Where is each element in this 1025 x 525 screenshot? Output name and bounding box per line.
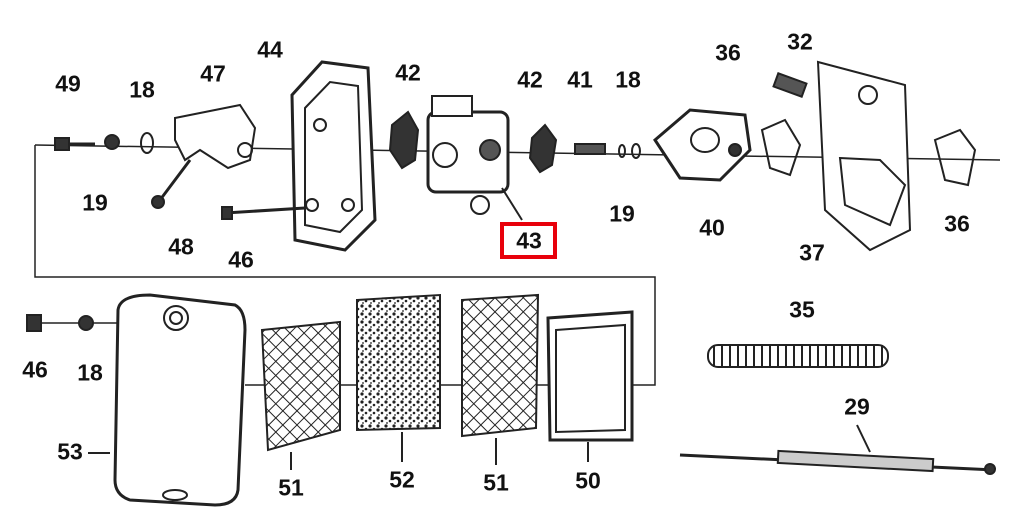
part-40-adapter (653, 108, 752, 182)
label-part-40: 40 (699, 214, 725, 241)
label-part-48: 48 (168, 233, 194, 260)
part-carburetor (426, 95, 510, 215)
part-47-bracket (174, 103, 257, 170)
label-part-49: 49 (55, 70, 81, 97)
part-46-screw-bottom (26, 314, 42, 332)
label-part-18: 18 (129, 76, 155, 103)
label-part-46: 46 (22, 356, 48, 383)
label-part-43: 43 (516, 227, 542, 254)
part-50-filter-frame (546, 310, 634, 442)
label-part-32: 32 (787, 28, 813, 55)
part-49-screw (54, 137, 95, 151)
part-32-bolt (772, 72, 808, 98)
part-36-gasket-left (760, 118, 802, 177)
label-part-19: 19 (82, 189, 108, 216)
part-48-screw (158, 159, 192, 201)
label-part-29: 29 (844, 393, 870, 420)
label-part-37: 37 (799, 239, 825, 266)
label-part-18: 18 (615, 66, 641, 93)
part-51-mesh-filter-right (461, 293, 540, 438)
label-part-51: 51 (278, 474, 304, 501)
label-part-46: 46 (228, 246, 254, 273)
part-36-gasket-right (933, 128, 977, 187)
label-part-18: 18 (77, 359, 103, 386)
part-42-gasket-right (528, 123, 558, 174)
part-37-plate (816, 60, 912, 252)
label-part-41: 41 (567, 66, 593, 93)
label-part-52: 52 (389, 466, 415, 493)
part-51-mesh-filter-left (260, 320, 341, 452)
part-18-washer-bottom (78, 315, 94, 331)
part-52-foam-filter (356, 293, 441, 432)
label-part-36: 36 (944, 210, 970, 237)
label-part-47: 47 (200, 60, 226, 87)
label-part-36: 36 (715, 39, 741, 66)
part-19-ring (618, 144, 626, 158)
label-part-51: 51 (483, 469, 509, 496)
part-29-cable (679, 449, 996, 475)
label-part-19: 19 (609, 200, 635, 227)
part-53-cover (113, 293, 247, 507)
highlight-box-43 (500, 222, 557, 259)
label-part-35: 35 (789, 296, 815, 323)
label-part-42: 42 (517, 66, 543, 93)
part-35-spring (707, 344, 889, 368)
part-42-gasket-left (388, 110, 420, 170)
part-19-nut (104, 134, 120, 150)
part-41-screw (574, 143, 606, 155)
label-part-53: 53 (57, 438, 83, 465)
part-18-ring (631, 143, 641, 159)
label-part-50: 50 (575, 467, 601, 494)
part-46-screw (224, 206, 306, 215)
part-18-washer (140, 132, 154, 154)
part-43-leader (501, 187, 523, 221)
label-part-44: 44 (257, 36, 283, 63)
label-part-42: 42 (395, 59, 421, 86)
